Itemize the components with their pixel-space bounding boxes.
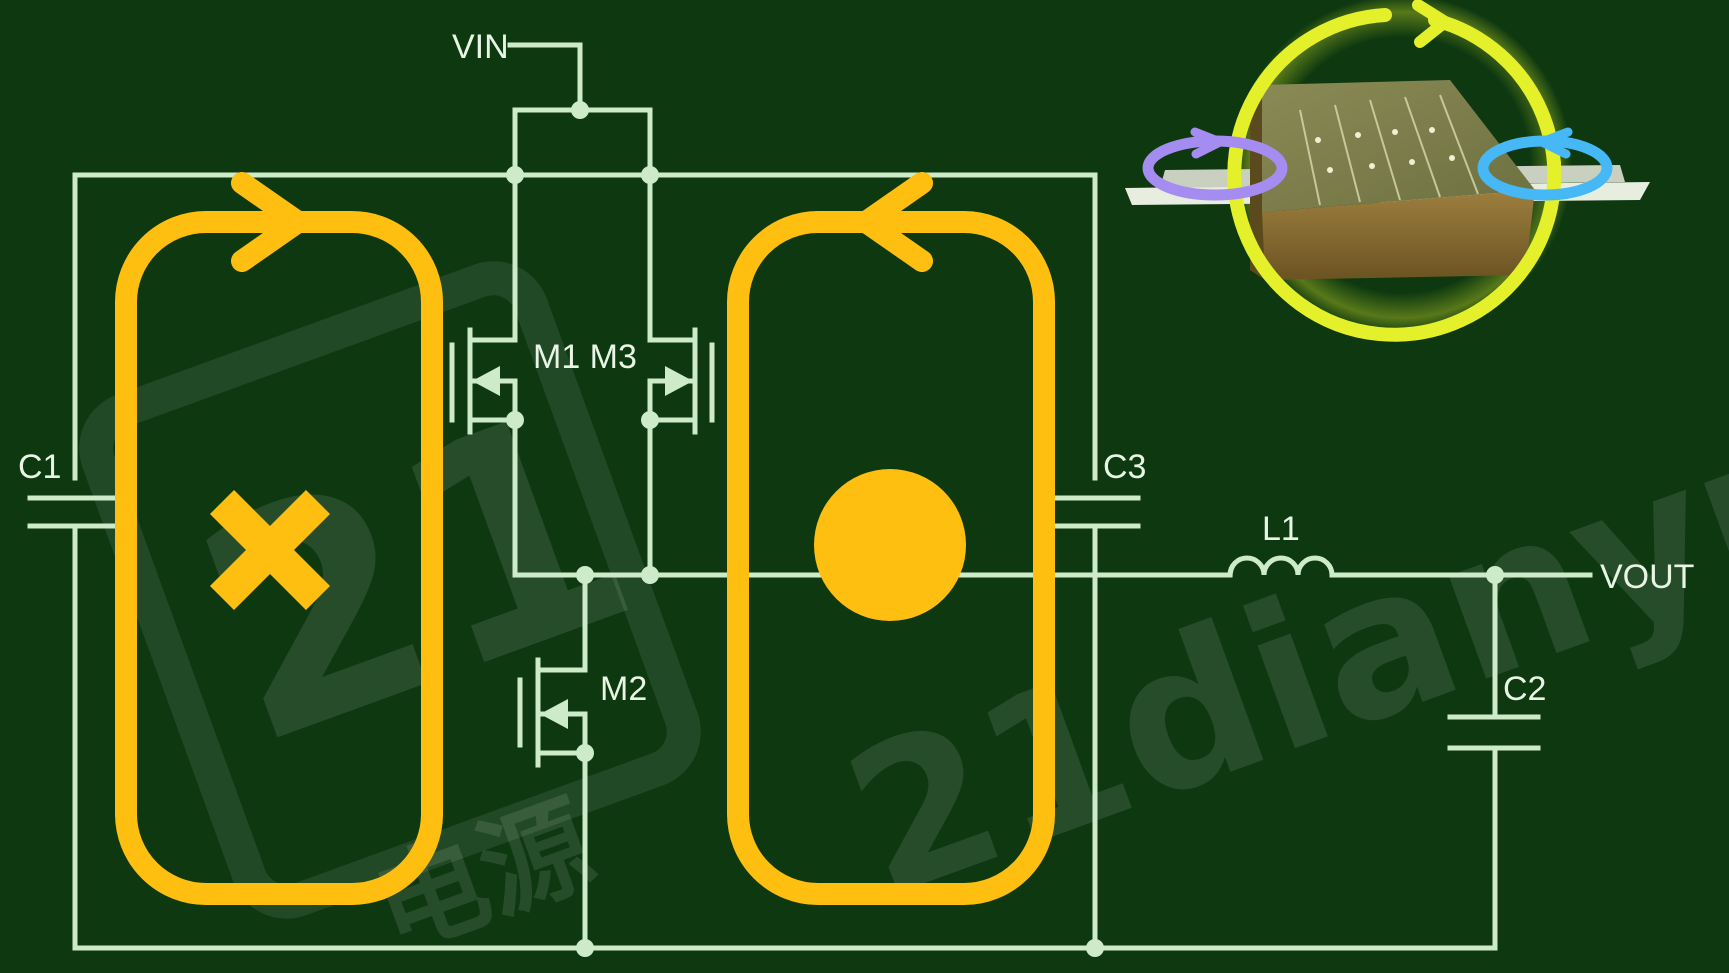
label-c3: C3 xyxy=(1103,448,1146,486)
mosfet-m1 xyxy=(449,327,518,435)
watermark-text: 21dianyuan xyxy=(820,274,1729,944)
capacitor-c3 xyxy=(1047,495,1143,529)
label-vout: VOUT xyxy=(1600,558,1694,596)
capacitor-c1 xyxy=(27,495,123,529)
junction-dots xyxy=(506,101,1504,957)
label-vin: VIN xyxy=(452,28,509,66)
label-m1-m3: M1 M3 xyxy=(533,338,637,376)
current-loop-left xyxy=(115,172,443,905)
label-l1: L1 xyxy=(1262,510,1300,548)
chip-field-illustration xyxy=(1125,0,1650,342)
label-m2: M2 xyxy=(600,670,647,708)
mosfet-m2 xyxy=(517,657,588,768)
current-loop-right xyxy=(727,172,1055,905)
watermark: 21 电源 21dianyuan xyxy=(79,261,1729,973)
label-c2: C2 xyxy=(1503,670,1546,708)
dot-icon xyxy=(814,469,966,621)
mosfet-m3 xyxy=(647,327,715,435)
label-c1: C1 xyxy=(18,448,61,486)
cross-icon xyxy=(209,489,331,611)
capacitor-c2 xyxy=(1447,714,1543,751)
inductor-l1 xyxy=(1227,555,1338,578)
